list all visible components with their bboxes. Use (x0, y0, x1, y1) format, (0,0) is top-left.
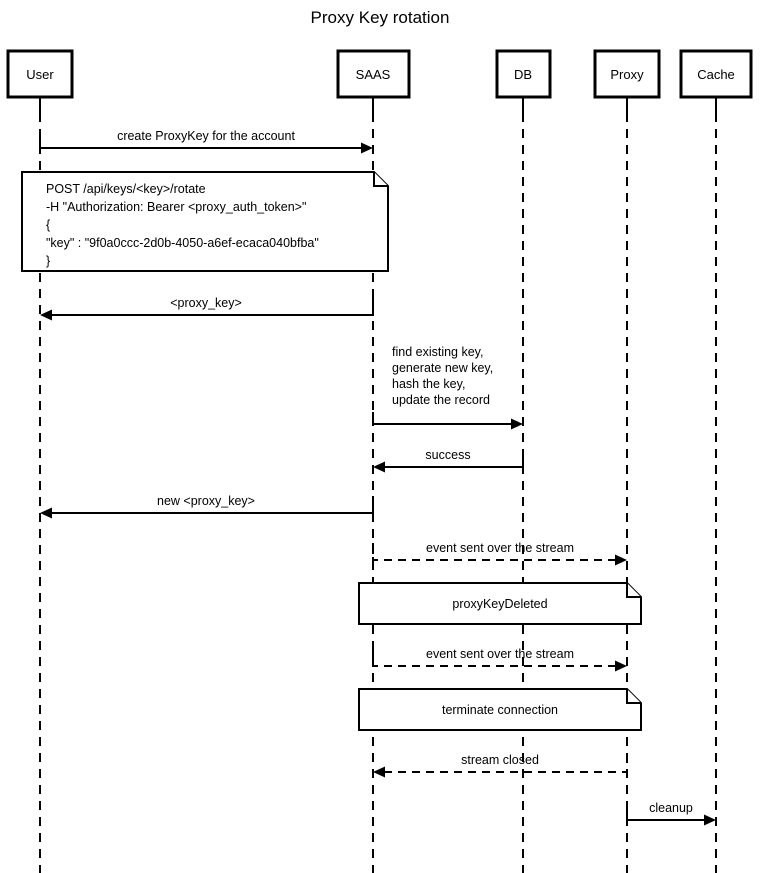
note-line: terminate connection (442, 703, 558, 717)
note-terminate-connection: terminate connection (358, 688, 642, 731)
message-label: create ProxyKey for the account (117, 129, 295, 143)
arrow-head-left-icon (373, 766, 385, 778)
arrow-head-right-icon (511, 418, 523, 430)
page-title: Proxy Key rotation (311, 8, 450, 27)
note-proxy-key-deleted: proxyKeyDeleted (358, 582, 642, 625)
actor-user[interactable]: User (6, 49, 74, 99)
message-saas-to-db[interactable] (372, 412, 523, 430)
actor-label-cache: Cache (697, 67, 735, 82)
note-request: POST /api/keys/<key>/rotate -H "Authoriz… (21, 171, 389, 272)
actor-label-db: DB (514, 67, 532, 82)
message-cleanup[interactable]: cleanup (626, 801, 716, 826)
activity-line: find existing key, (392, 345, 483, 359)
message-label: new <proxy_key> (157, 494, 255, 508)
message-label: cleanup (649, 801, 693, 815)
actor-label-saas: SAAS (356, 67, 391, 82)
actor-proxy[interactable]: Proxy (593, 49, 661, 99)
message-label: event sent over the stream (426, 541, 574, 555)
note-line: proxyKeyDeleted (452, 597, 547, 611)
message-event-stream-1[interactable]: event sent over the stream (372, 541, 627, 566)
actor-label-user: User (26, 67, 54, 82)
message-label: stream closed (461, 753, 539, 767)
arrow-head-left-icon (40, 507, 52, 519)
arrow-head-right-icon (615, 660, 627, 672)
note-line: { (46, 218, 50, 232)
note-line: } (46, 254, 50, 268)
actor-label-proxy: Proxy (610, 67, 644, 82)
activity-line: update the record (392, 393, 490, 407)
note-line: POST /api/keys/<key>/rotate (46, 182, 206, 196)
arrow-head-left-icon (40, 309, 52, 321)
message-label: <proxy_key> (170, 296, 242, 310)
message-proxy-key-return[interactable]: <proxy_key> (40, 296, 374, 321)
message-create-proxykey[interactable]: create ProxyKey for the account (39, 129, 373, 154)
message-event-stream-2[interactable]: event sent over the stream (372, 647, 627, 672)
note-line: "key" : "9f0a0ccc-2d0b-4050-a6ef-ecaca04… (46, 236, 319, 250)
arrow-head-right-icon (704, 814, 716, 826)
arrow-head-right-icon (361, 142, 373, 154)
actor-saas[interactable]: SAAS (336, 49, 411, 99)
message-label: event sent over the stream (426, 647, 574, 661)
note-line: -H "Authorization: Bearer <proxy_auth_to… (46, 200, 306, 214)
arrow-head-right-icon (615, 554, 627, 566)
saas-activity-note: find existing key, generate new key, has… (392, 345, 493, 407)
actor-db[interactable]: DB (495, 49, 552, 99)
actor-cache[interactable]: Cache (679, 49, 753, 99)
message-label: success (425, 448, 470, 462)
message-stream-closed[interactable]: stream closed (373, 753, 628, 778)
message-success[interactable]: success (373, 448, 524, 473)
activity-line: hash the key, (392, 377, 465, 391)
message-new-proxy-key[interactable]: new <proxy_key> (40, 494, 374, 519)
activity-line: generate new key, (392, 361, 493, 375)
arrow-head-left-icon (373, 461, 385, 473)
